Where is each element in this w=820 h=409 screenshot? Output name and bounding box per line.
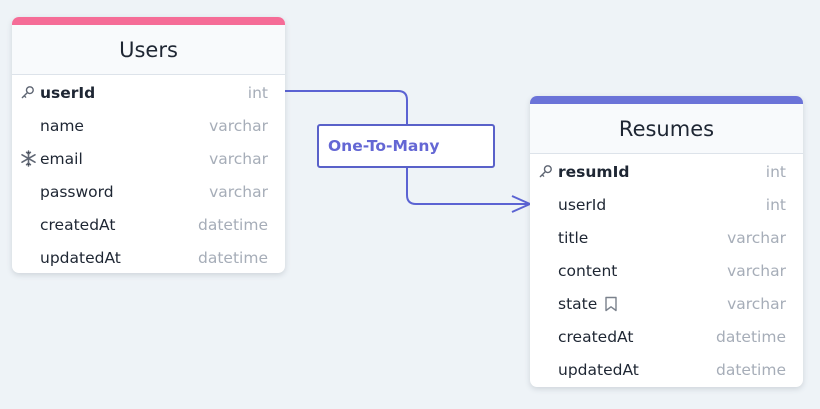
users-table-accent: [12, 17, 285, 25]
field-type: int: [765, 195, 786, 214]
field-type: varchar: [209, 116, 268, 135]
field-name: userId: [40, 83, 96, 102]
field-name: email: [40, 149, 83, 168]
users-field-list: userId int name varchar email varchar pa…: [12, 75, 285, 273]
field-type: datetime: [198, 215, 268, 234]
resumes-field-list: resumId int userId int title varchar con…: [530, 154, 803, 386]
field-type: datetime: [716, 360, 786, 379]
field-name-wrapper: state: [558, 295, 727, 313]
field-row-name[interactable]: name varchar: [12, 109, 285, 142]
users-table-header[interactable]: Users: [12, 25, 285, 75]
field-row-userid[interactable]: userId int: [530, 188, 803, 221]
field-type: varchar: [209, 149, 268, 168]
key-icon: [538, 162, 558, 182]
field-row-state[interactable]: state varchar: [530, 287, 803, 320]
field-type: varchar: [727, 228, 786, 247]
field-row-password[interactable]: password varchar: [12, 175, 285, 208]
field-type: int: [247, 83, 268, 102]
field-name: createdAt: [40, 215, 116, 234]
field-name: state: [558, 294, 598, 313]
field-row-resumid[interactable]: resumId int: [530, 155, 803, 188]
field-name: updatedAt: [40, 248, 121, 267]
field-row-createdat[interactable]: createdAt datetime: [530, 320, 803, 353]
field-name: userId: [558, 195, 607, 214]
field-type: datetime: [716, 327, 786, 346]
users-table-title: Users: [119, 37, 178, 62]
relationship-label[interactable]: One-To-Many: [317, 124, 495, 168]
field-row-createdat[interactable]: createdAt datetime: [12, 208, 285, 241]
resumes-table-accent: [530, 96, 803, 104]
field-name: updatedAt: [558, 360, 639, 379]
field-row-updatedat[interactable]: updatedAt datetime: [530, 353, 803, 386]
resumes-table-header[interactable]: Resumes: [530, 104, 803, 154]
key-icon: [20, 83, 40, 103]
field-row-title[interactable]: title varchar: [530, 221, 803, 254]
crows-foot: [511, 195, 531, 213]
field-type: datetime: [198, 248, 268, 267]
resumes-table-title: Resumes: [618, 116, 715, 141]
field-type: varchar: [727, 261, 786, 280]
field-name: title: [558, 228, 589, 247]
resumes-table[interactable]: Resumes resumId int userId int title var…: [530, 96, 803, 387]
snowflake-icon: [20, 149, 40, 169]
users-table[interactable]: Users userId int name varchar email varc…: [12, 17, 285, 273]
field-type: varchar: [209, 182, 268, 201]
field-type: int: [765, 162, 786, 181]
relationship-label-text: One-To-Many: [328, 137, 440, 155]
field-name: createdAt: [558, 327, 634, 346]
field-name: resumId: [558, 162, 630, 181]
field-row-updatedat[interactable]: updatedAt datetime: [12, 241, 285, 273]
field-row-email[interactable]: email varchar: [12, 142, 285, 175]
bookmark-icon[interactable]: [604, 296, 618, 312]
field-type: varchar: [727, 294, 786, 313]
field-row-userid[interactable]: userId int: [12, 76, 285, 109]
field-name: password: [40, 182, 114, 201]
field-row-content[interactable]: content varchar: [530, 254, 803, 287]
field-name: name: [40, 116, 84, 135]
field-name: content: [558, 261, 618, 280]
